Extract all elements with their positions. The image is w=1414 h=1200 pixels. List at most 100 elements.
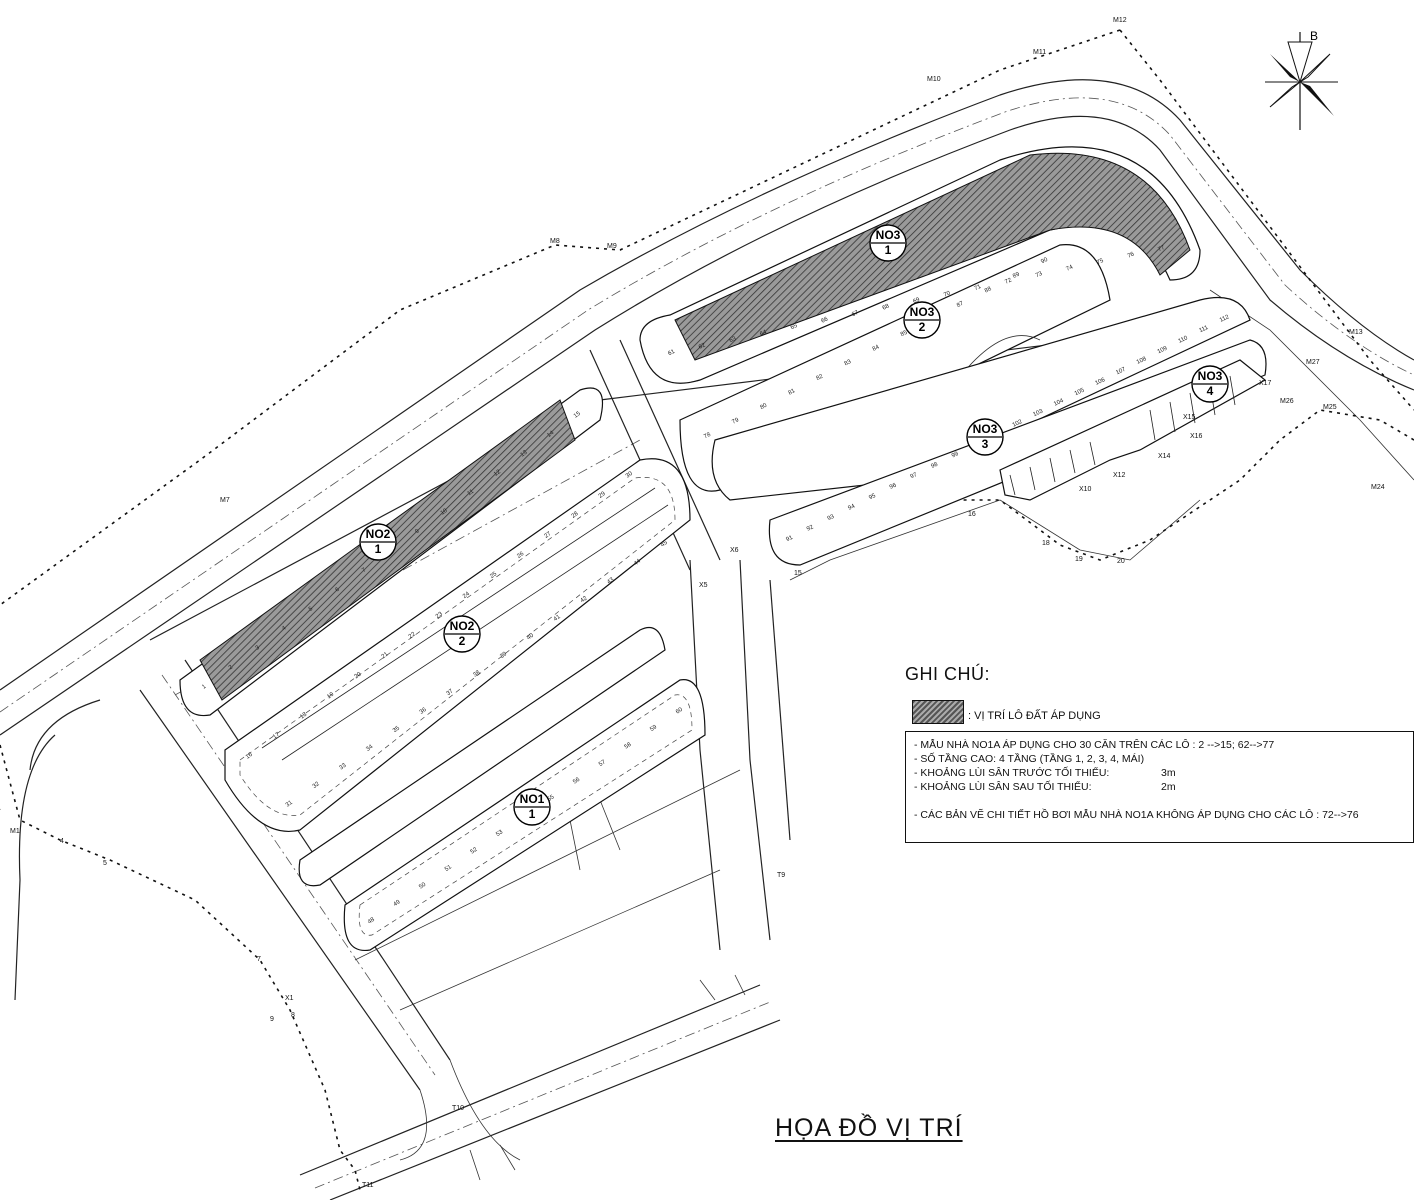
lot-number: 110 <box>1178 335 1190 345</box>
survey-point-label: X6 <box>730 547 739 554</box>
note-row: - SỐ TẦNG CAO: 4 TẦNG (TẦNG 1, 2, 3, 4, … <box>914 752 1405 766</box>
survey-point-label: T10 <box>452 1105 464 1112</box>
note-value: 3m <box>1161 767 1176 779</box>
block-label-no3-2: NO3 2 <box>903 301 941 339</box>
lot-number: 81 <box>788 388 797 397</box>
lot-number: 6 <box>334 586 341 593</box>
survey-point-label: 4 <box>60 838 64 845</box>
lot-number: 74 <box>1065 264 1074 273</box>
survey-point-label: M1 <box>10 828 20 835</box>
lot-number: 65 <box>790 323 799 332</box>
survey-point-label: 20 <box>1117 558 1125 565</box>
lot-number: 51 <box>444 864 453 873</box>
lot-number: 4 <box>281 625 288 632</box>
survey-point-label: M26 <box>1280 398 1294 405</box>
lot-number: 82 <box>816 373 825 382</box>
lot-number: 26 <box>516 551 525 560</box>
lot-number: 61 <box>667 349 676 358</box>
lot-number: 70 <box>943 290 952 299</box>
lot-number: 59 <box>649 724 658 733</box>
survey-point-label: 16 <box>968 511 976 518</box>
survey-point-label: 18 <box>1042 540 1050 547</box>
lot-number: 58 <box>624 741 633 750</box>
lot-number: 67 <box>851 310 860 319</box>
lot-number: 7 <box>361 567 368 574</box>
lot-number: 83 <box>844 359 853 368</box>
svg-text:NO3: NO3 <box>876 228 901 242</box>
lot-number: 72 <box>1004 277 1013 286</box>
lot-number: 11 <box>467 488 476 497</box>
lot-number: 32 <box>312 781 321 790</box>
survey-point-label: X1 <box>285 995 294 1002</box>
lot-number: 96 <box>889 482 898 491</box>
lot-number: 98 <box>930 461 939 470</box>
lot-number: 3 <box>255 644 262 651</box>
svg-text:2: 2 <box>459 634 466 648</box>
survey-point-label: 19 <box>1075 556 1083 563</box>
survey-point-label: X14 <box>1158 453 1171 460</box>
block-label-no1-1: NO1 1 <box>513 788 551 826</box>
svg-text:1: 1 <box>375 542 382 556</box>
survey-point-label: M25 <box>1323 404 1337 411</box>
lot-number: 63 <box>729 336 738 345</box>
lot-number: 87 <box>956 300 965 309</box>
lot-number: 102 <box>1012 419 1024 429</box>
north-label: B <box>1310 29 1318 43</box>
block-label-no3-4: NO3 4 <box>1191 365 1229 403</box>
lot-number: 45 <box>660 539 669 548</box>
lot-number: 97 <box>910 472 919 481</box>
lot-number: 107 <box>1115 366 1127 376</box>
lot-number: 108 <box>1136 356 1148 366</box>
survey-point-label: 7 <box>257 956 261 963</box>
notes-box: - MẪU NHÀ NO1A ÁP DỤNG CHO 30 CĂN TRÊN C… <box>905 731 1414 843</box>
lot-number: 19 <box>326 691 335 700</box>
lot-number: 12 <box>493 469 502 478</box>
legend-hatch-swatch <box>912 700 964 724</box>
lot-number: 36 <box>419 707 428 716</box>
svg-text:3: 3 <box>982 437 989 451</box>
lot-number: 111 <box>1198 325 1209 335</box>
survey-point-label: T11 <box>362 1182 374 1189</box>
svg-text:NO1: NO1 <box>520 792 545 806</box>
lot-number: 93 <box>827 514 836 523</box>
lot-number: 91 <box>785 535 794 544</box>
svg-text:NO3: NO3 <box>910 305 935 319</box>
lot-number: 106 <box>1094 377 1106 387</box>
lot-number: 92 <box>806 524 815 533</box>
survey-point-label: M11 <box>1033 49 1046 56</box>
lot-number: 55 <box>547 794 556 803</box>
lot-number: 30 <box>625 470 634 479</box>
lot-number: 16 <box>245 751 254 760</box>
svg-text:NO2: NO2 <box>366 527 391 541</box>
note-text: - KHOẢNG LÙI SÂN TRƯỚC TỐI THIỂU: <box>914 767 1110 779</box>
svg-text:NO3: NO3 <box>973 422 998 436</box>
lot-number: 14 <box>546 430 555 439</box>
lot-number: 1 <box>201 683 208 690</box>
survey-point-label: T9 <box>777 872 785 879</box>
note-text: - KHOẢNG LÙI SÂN SAU TỐI THIỂU: <box>914 781 1092 793</box>
survey-point-label: M24 <box>1371 484 1385 491</box>
lot-number: 69 <box>912 297 921 306</box>
lot-number: 40 <box>526 632 535 641</box>
lot-number: 103 <box>1032 408 1044 418</box>
lot-number: 73 <box>1035 271 1044 280</box>
lot-number: 64 <box>759 329 768 338</box>
lot-number: 94 <box>847 503 856 512</box>
survey-point-label: X12 <box>1113 472 1126 479</box>
page-title: HỌA ĐỒ VỊ TRÍ <box>775 1114 963 1142</box>
lot-number: 21 <box>381 651 390 660</box>
svg-text:1: 1 <box>885 243 892 257</box>
lot-number: 105 <box>1074 387 1086 397</box>
lot-number: 42 <box>580 595 589 604</box>
lot-number: 18 <box>299 711 308 720</box>
note-row-pool: - CÁC BẢN VẼ CHI TIẾT HỒ BƠI MẪU NHÀ NO1… <box>914 808 1405 822</box>
lot-number: 25 <box>489 571 498 580</box>
survey-point-label: X5 <box>699 582 708 589</box>
lot-number: 109 <box>1157 345 1169 355</box>
lot-number: 48 <box>367 916 376 925</box>
lot-number: 37 <box>446 688 455 697</box>
lot-number: 56 <box>572 776 581 785</box>
survey-point-labels: M1M7M8M9M10M11M12M13M24M25M26M27X1X5X6X1… <box>10 17 1385 1189</box>
lot-number-labels: 1234567891011121314151617181920212223242… <box>201 245 1230 926</box>
